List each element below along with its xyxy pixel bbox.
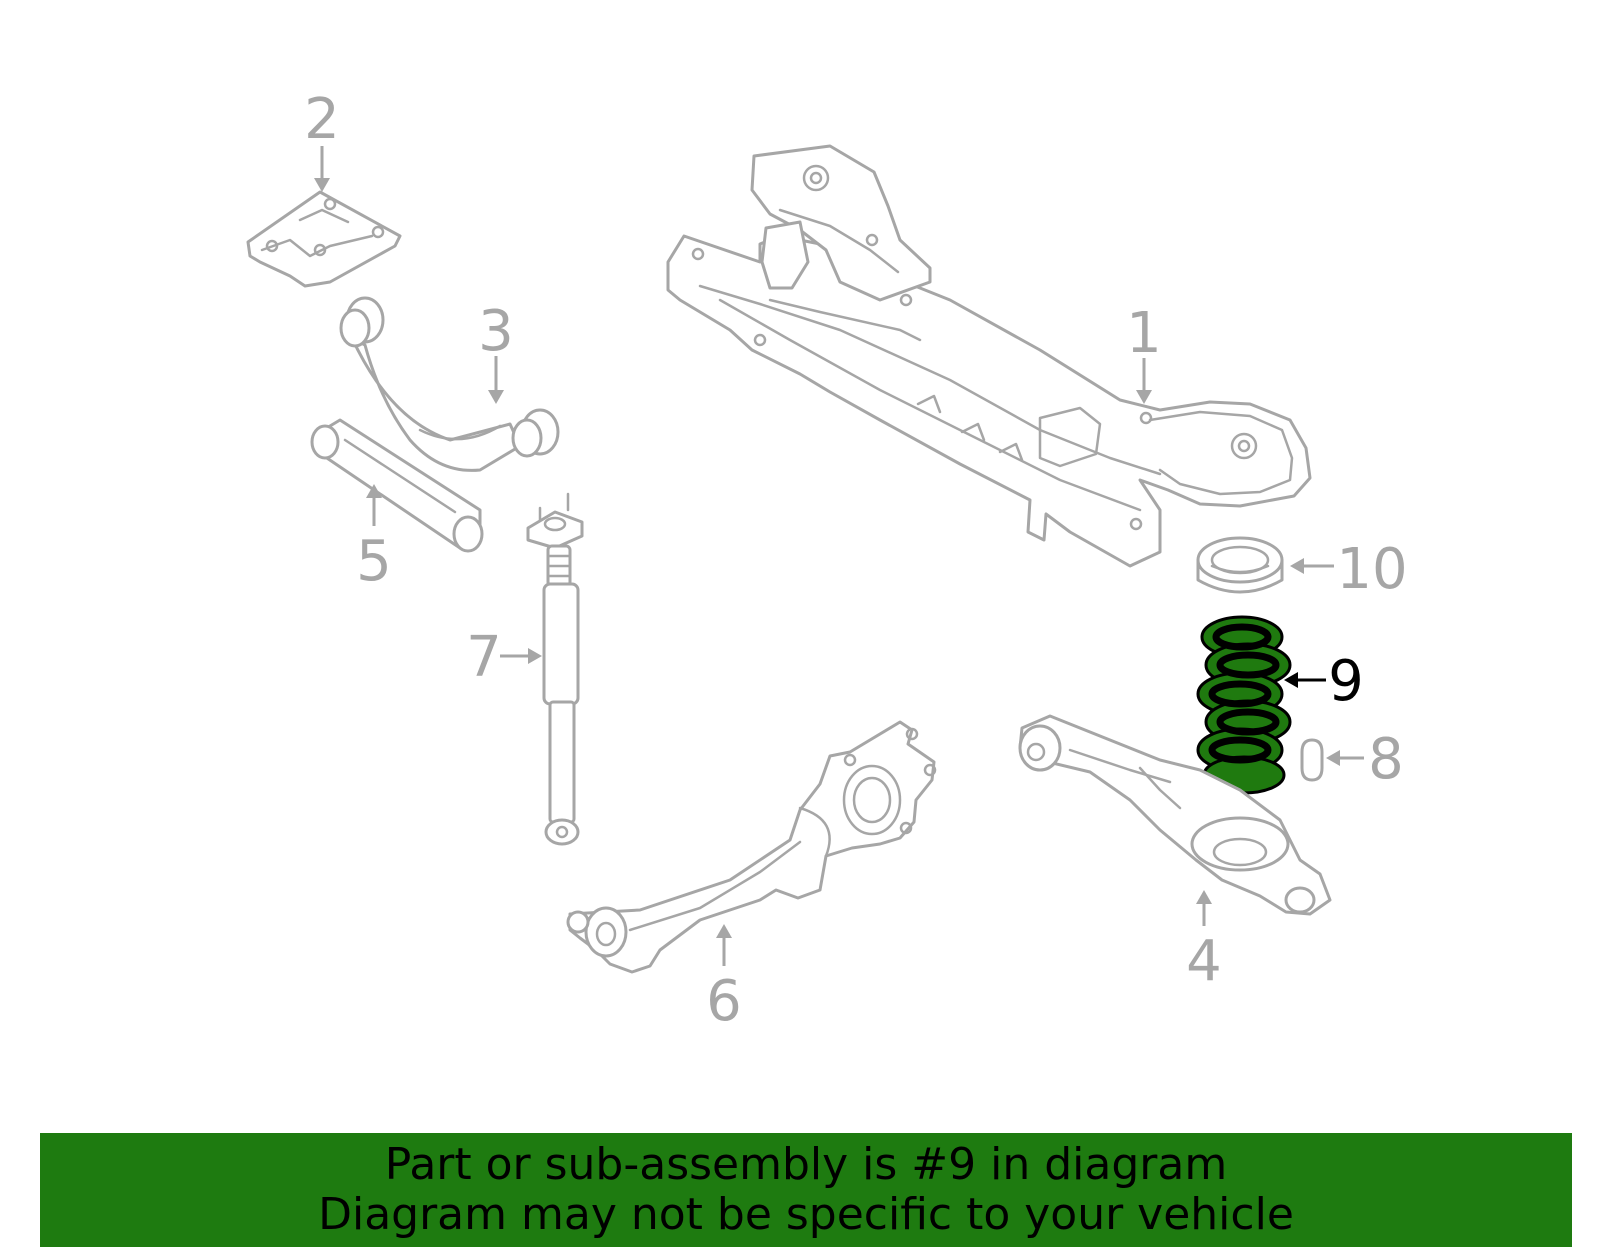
part-7-shock-absorber[interactable]	[526, 492, 584, 846]
banner-line-disclaimer: Diagram may not be specific to your vehi…	[318, 1189, 1294, 1240]
info-banner: Part or sub-assembly is #9 in diagram Di…	[40, 1133, 1572, 1247]
part-9-coil-spring[interactable]	[1196, 615, 1292, 795]
callout-number: 1	[1126, 301, 1162, 366]
callout-number-highlighted: 9	[1328, 649, 1364, 714]
callout-7: 7	[466, 625, 542, 690]
callout-4: 4	[1186, 890, 1222, 994]
part-4-lower-arm[interactable]	[1018, 714, 1332, 916]
callout-1: 1	[1126, 301, 1162, 404]
callout-5: 5	[356, 484, 392, 594]
callout-2: 2	[304, 87, 340, 192]
callout-6: 6	[706, 924, 742, 1034]
callout-number: 7	[466, 625, 502, 690]
part-8-bump-plug[interactable]	[1300, 738, 1324, 782]
callout-number: 5	[356, 529, 392, 594]
part-5-lateral-link[interactable]	[310, 418, 484, 553]
part-3-upper-arm[interactable]	[339, 296, 560, 472]
callout-number: 6	[706, 969, 742, 1034]
callout-number: 4	[1186, 929, 1222, 994]
banner-line-part-info: Part or sub-assembly is #9 in diagram	[384, 1139, 1228, 1190]
callout-number: 8	[1368, 727, 1404, 792]
callout-number: 10	[1336, 537, 1407, 602]
part-2-bracket[interactable]	[246, 190, 402, 288]
callout-number: 3	[478, 299, 514, 364]
callout-number: 2	[304, 87, 340, 152]
callout-3: 3	[478, 299, 514, 404]
part-6-trailing-arm-knuckle[interactable]	[566, 720, 937, 974]
part-1-subframe[interactable]	[666, 144, 1312, 568]
callout-10: 10	[1290, 537, 1408, 602]
callout-9: 9	[1284, 649, 1364, 714]
part-10-spring-insulator[interactable]	[1196, 536, 1284, 594]
callout-8: 8	[1326, 727, 1404, 792]
